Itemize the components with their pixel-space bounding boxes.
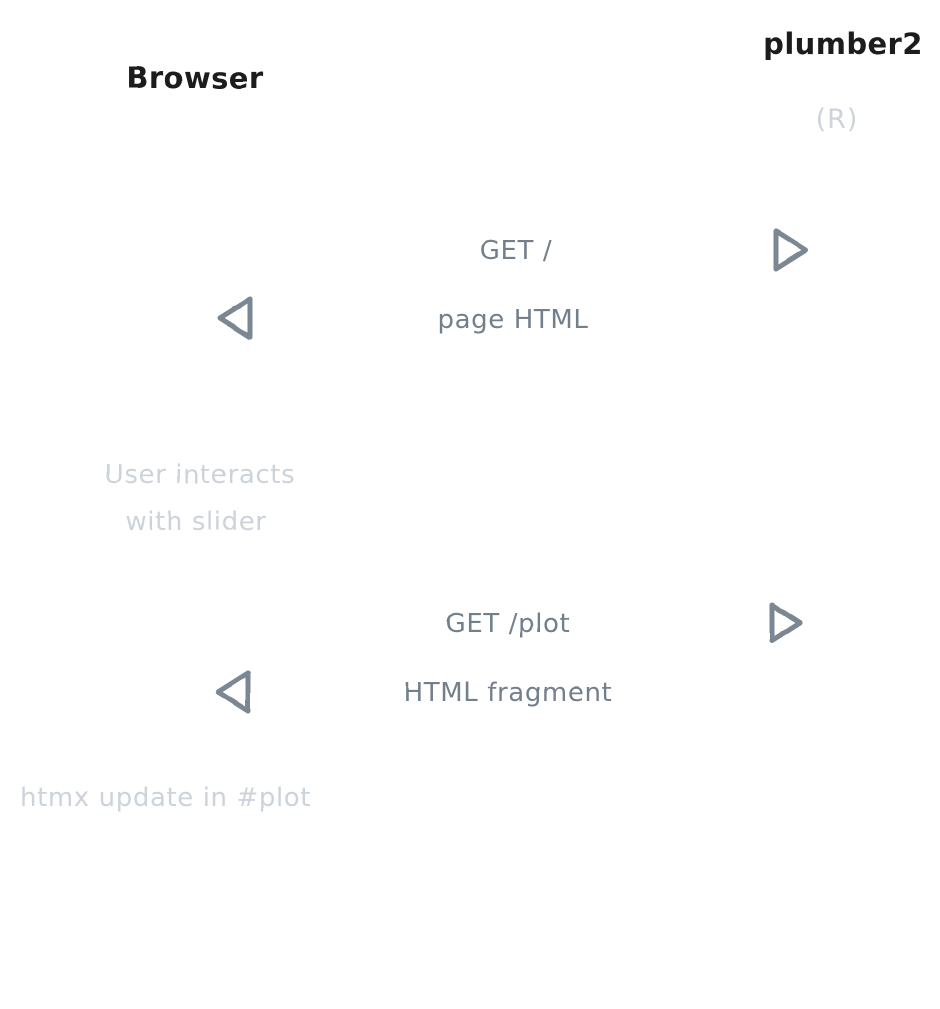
note-user-interacts-slider: User interacts with slider xyxy=(105,460,295,537)
lifelines-group xyxy=(191,156,847,992)
message-page-html[interactable]: page HTML xyxy=(217,296,821,340)
note-htmx-update-line1: htmx update in #plot xyxy=(20,783,311,813)
note-htmx-update: htmx update in #plot xyxy=(20,783,311,813)
participant-subtitle-plumber2: (R) xyxy=(816,104,859,135)
note-user-interacts-slider-line2: with slider xyxy=(125,507,266,537)
arrowhead-left-html-fragment xyxy=(215,670,251,714)
participant-title-browser: Browser xyxy=(126,61,263,95)
participant-title-plumber2: plumber2 xyxy=(763,27,923,61)
arrowhead-right-get-plot xyxy=(769,602,803,644)
message-label-page-html: page HTML xyxy=(438,305,589,335)
message-html-fragment[interactable]: HTML fragment xyxy=(215,670,818,714)
message-label-html-fragment: HTML fragment xyxy=(404,678,613,708)
message-get-root[interactable]: GET / xyxy=(212,228,809,272)
note-user-interacts-slider-line1: User interacts xyxy=(105,460,295,490)
message-label-get-plot: GET /plot xyxy=(446,609,571,639)
participant-headers-group: Browser plumber2 (R) xyxy=(126,27,922,135)
arrowhead-right-get-root xyxy=(773,228,809,272)
message-label-get-root: GET / xyxy=(480,236,552,266)
message-get-plot[interactable]: GET /plot xyxy=(212,602,803,644)
arrowhead-left-page-html xyxy=(217,296,253,340)
